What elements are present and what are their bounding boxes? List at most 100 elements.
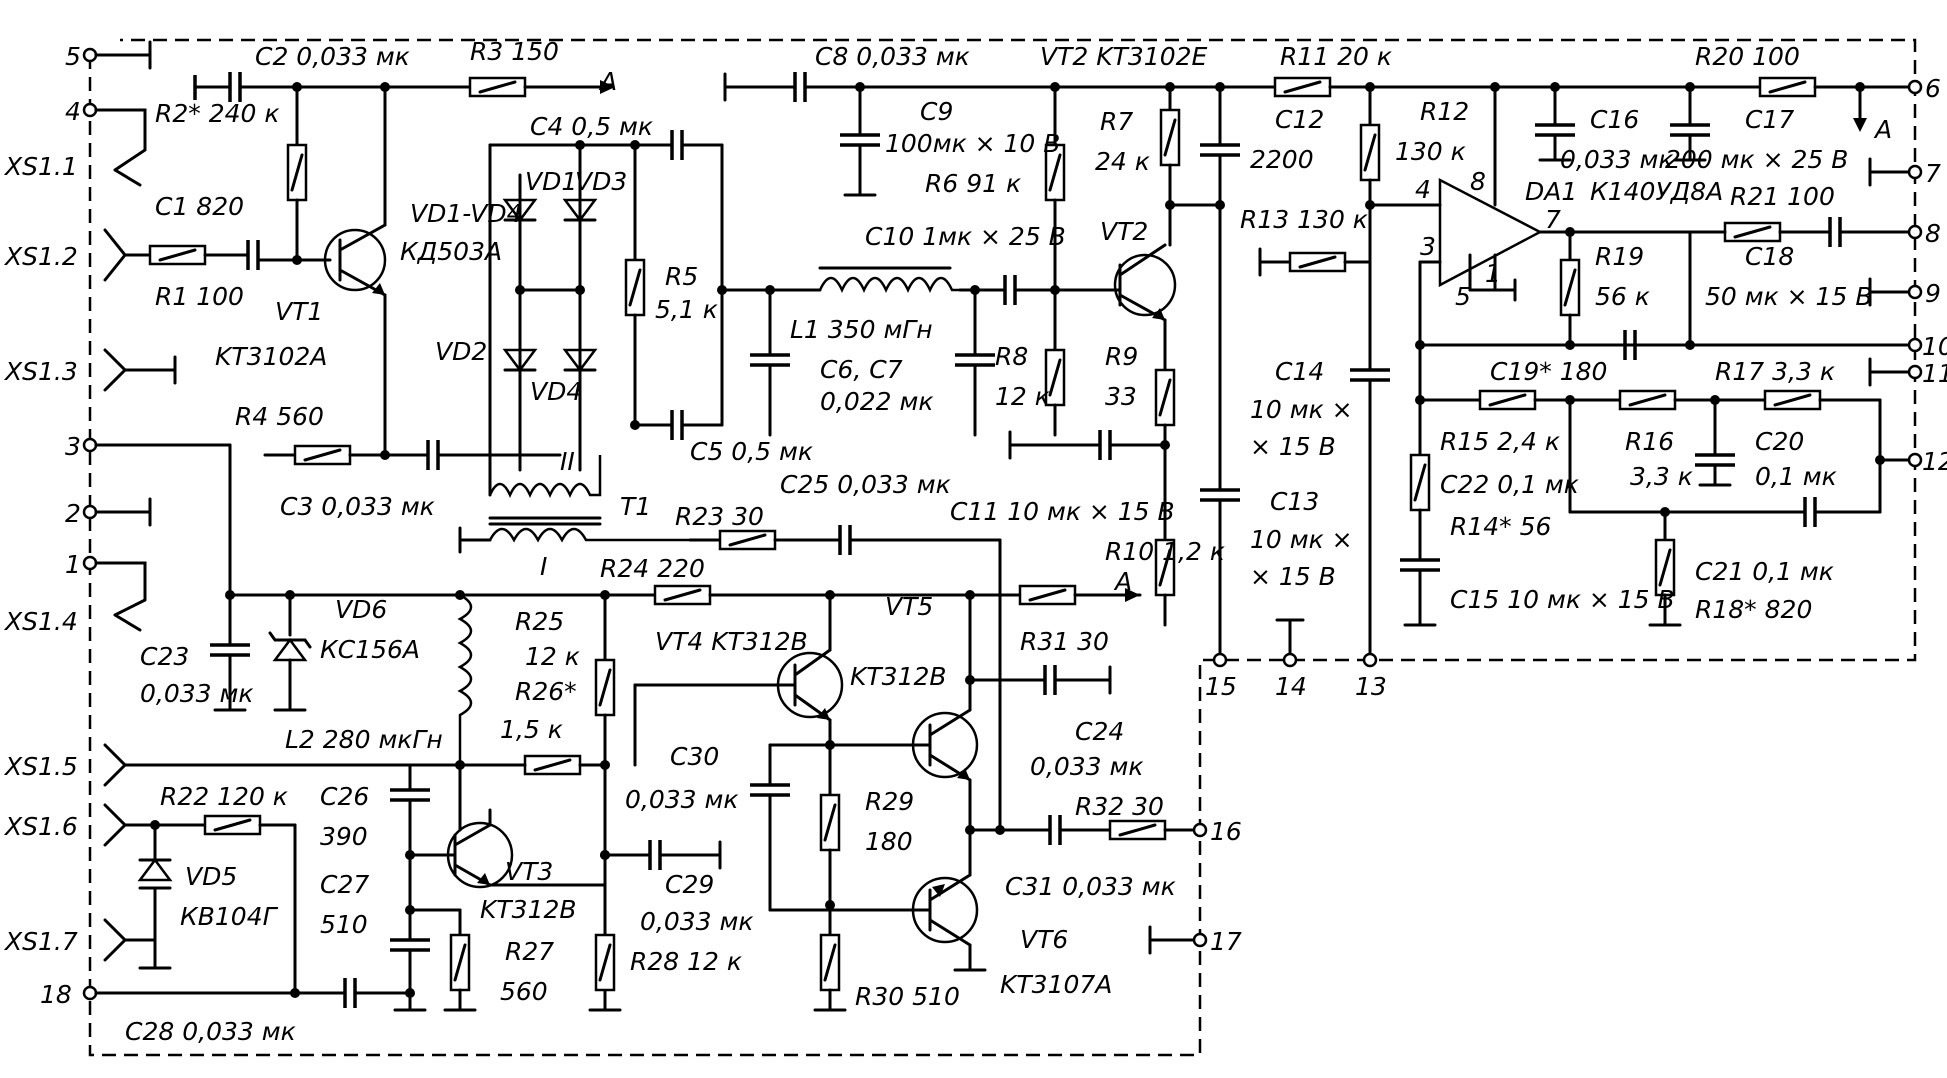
r32-label: R32 30 (1075, 792, 1164, 821)
r28-label: R28 12 к (630, 947, 742, 976)
pin-9-label: 9 (1925, 279, 1941, 308)
r12-label: R12 (1420, 97, 1469, 126)
pin-14-label: 14 (1275, 672, 1307, 701)
c23-label: C23 (140, 642, 189, 671)
c2-label: C2 0,033 мк (255, 42, 410, 71)
r27-value-label: 560 (500, 977, 548, 1006)
pin-18-label: 18 (40, 980, 72, 1009)
c31-label: C31 0,033 мк (1005, 872, 1176, 901)
xs14-label: XS1.4 (3, 607, 78, 636)
r19-value-label: 56 к (1595, 282, 1650, 311)
r16-label: R16 (1625, 427, 1674, 456)
r5-value-label: 5,1 к (655, 295, 718, 324)
r8-value-label: 12 к (995, 382, 1050, 411)
vd5-label: VD5 (185, 862, 237, 891)
c16-label: C16 (1590, 105, 1639, 134)
module-outline (88, 38, 1917, 1057)
c5-label: C5 0,5 мк (690, 437, 813, 466)
c9-value-label: 100мк × 10 В (885, 129, 1060, 158)
signal-a3-label: A (1113, 567, 1132, 596)
opamp-pin-3-label: 3 (1420, 232, 1436, 261)
r9-label: R9 (1105, 342, 1138, 371)
c21-label: C21 0,1 мк (1695, 557, 1834, 586)
r10-label: R10 1,2 к (1105, 537, 1225, 566)
r6-label: R6 91 к (925, 169, 1021, 198)
r12-value-label: 130 к (1395, 137, 1466, 166)
c27-value-label: 510 (320, 910, 368, 939)
vt4-label: VT4 KT312B (655, 627, 808, 656)
c25-label: C25 0,033 мк (780, 470, 951, 499)
r8-label: R8 (995, 342, 1028, 371)
r4-label: R4 560 (235, 402, 324, 431)
pin-12-label: 12 (1922, 447, 1947, 476)
power-section (94, 443, 1208, 1012)
r26-value-label: 1,5 к (500, 715, 563, 744)
c30-value-label: 0,033 мк (625, 785, 738, 814)
r19-label: R19 (1595, 242, 1644, 271)
vt1-label: VT1 (275, 297, 323, 326)
c28-label: C28 0,033 мк (125, 1017, 296, 1046)
c17-value-label: 200 мк × 25 В (1665, 145, 1848, 174)
pin-17-label: 17 (1210, 927, 1242, 956)
r9-value-label: 33 (1105, 382, 1137, 411)
vt2-label: VT2 (1100, 217, 1148, 246)
left-pins (82, 40, 462, 1001)
c14-value2-label: × 15 В (1250, 432, 1336, 461)
vt5-label: VT5 (885, 592, 933, 621)
r24-label: R24 220 (600, 554, 705, 583)
c10-label: C10 1мк × 25 В (865, 222, 1066, 251)
xs15-label: XS1.5 (3, 752, 78, 781)
xs13-label: XS1.3 (3, 357, 78, 386)
c29-label: C29 (665, 870, 714, 899)
c20-label: C20 (1755, 427, 1804, 456)
r7-value-label: 24 к (1095, 147, 1150, 176)
opamp-pin-1-label: 1 (1485, 259, 1501, 288)
input-stage (123, 72, 615, 470)
c4-label: C4 0,5 мк (530, 112, 653, 141)
c16-value-label: 0,033 мк (1560, 145, 1673, 174)
c12-value-label: 2200 (1250, 145, 1314, 174)
r7-label: R7 (1100, 107, 1133, 136)
vt3-type-label: KT312B (480, 895, 577, 924)
c1-label: C1 820 (155, 192, 244, 221)
c24-label: C24 (1075, 717, 1124, 746)
r5-label: R5 (665, 262, 698, 291)
r2-label: R2* 240 к (155, 99, 280, 128)
r27-label: R27 (505, 937, 554, 966)
xs17-label: XS1.7 (3, 927, 78, 956)
vd6-type-label: КС156А (320, 635, 420, 664)
vd1-label: VD1 (525, 167, 577, 196)
xs16-label: XS1.6 (3, 812, 78, 841)
signal-a2-label: A (1873, 115, 1892, 144)
r26-label: R26* (515, 677, 577, 706)
pin-6-label: 6 (1925, 74, 1941, 103)
c19-label: C19* 180 (1490, 357, 1607, 386)
c23-value-label: 0,033 мк (140, 679, 253, 708)
da1-type-label: К140УД8А (1590, 177, 1723, 206)
vd3-label: VD3 (575, 167, 627, 196)
pin-11-label: 11 (1922, 359, 1947, 388)
opamp-stage (1258, 76, 1923, 668)
c29-value-label: 0,033 мк (640, 907, 753, 936)
r16-value-label: 3,3 к (1630, 462, 1693, 491)
r25-value-label: 12 к (525, 642, 580, 671)
opamp-pin-8-label: 8 (1470, 167, 1486, 196)
r20-label: R20 100 (1695, 42, 1800, 71)
vt6-label: VT6 (1020, 925, 1068, 954)
c15-label: C15 10 мк × 15 В (1450, 585, 1675, 614)
r18-label: R18* 820 (1695, 595, 1812, 624)
pin-3-label: 3 (65, 432, 81, 461)
pin-2-label: 2 (65, 499, 81, 528)
c30-label: C30 (670, 742, 719, 771)
pin-16-label: 16 (1210, 817, 1242, 846)
c27-label: C27 (320, 870, 369, 899)
r11-label: R11 20 к (1280, 42, 1392, 71)
r29-value-label: 180 (865, 827, 913, 856)
c22-label: C22 0,1 мк (1440, 470, 1579, 499)
r25-label: R25 (515, 607, 564, 636)
amplifier-stage (723, 72, 1277, 668)
r1-label: R1 100 (155, 282, 244, 311)
vd4-label: VD4 (530, 377, 582, 406)
c20-value-label: 0,1 мк (1755, 462, 1837, 491)
